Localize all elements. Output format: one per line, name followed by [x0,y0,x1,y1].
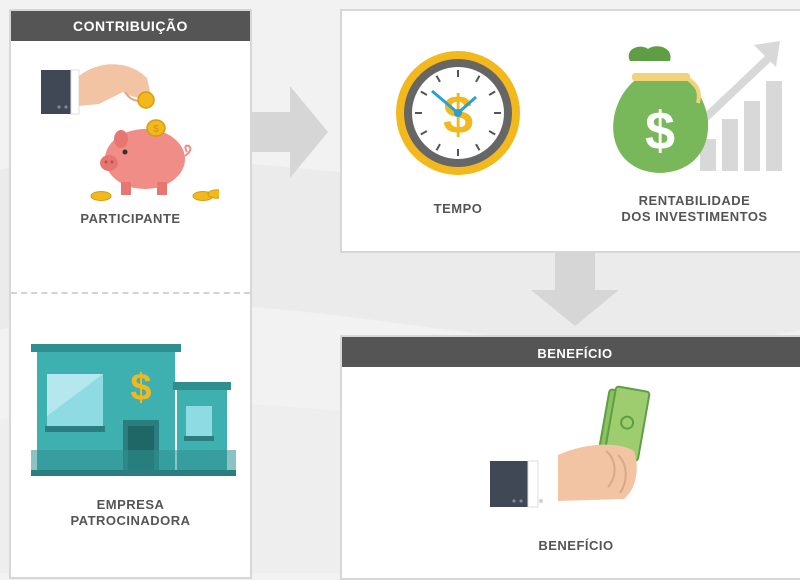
section-divider [11,292,250,294]
company-label-line1: EMPRESA [96,497,165,512]
down-arrow-icon [531,252,619,326]
returns-label-line1: RENTABILIDADE [638,193,751,208]
returns-label: RENTABILIDADE DOS INVESTIMENTOS [587,193,800,225]
benefit-header-text: BENEFÍCIO [537,346,613,361]
participant-label-text: PARTICIPANTE [80,211,181,226]
contribution-panel: CONTRIBUIÇÃO $ PARTICIPANTE [9,9,252,579]
cash-hand-icon [490,385,651,508]
svg-text:$: $ [153,124,159,135]
benefit-panel: BENEFÍCIO BENEFÍCIO [340,335,800,580]
money-bag-icon: $ [613,41,782,173]
time-label: TEMPO [398,201,518,217]
time-label-text: TEMPO [433,201,483,216]
participant-label: PARTICIPANTE [11,211,250,227]
contribution-header-text: CONTRIBUIÇÃO [73,18,188,34]
piggy-bank-icon: $ [41,64,219,201]
growth-panel: $ TEMPO $ RENTABILIDADE DOS INVESTIMENTO… [340,9,800,253]
svg-text:$: $ [130,367,151,409]
benefit-label-text: BENEFÍCIO [538,538,614,553]
returns-label-line2: DOS INVESTIMENTOS [621,209,768,224]
benefit-label: BENEFÍCIO [492,538,660,554]
right-arrow-icon [252,86,328,178]
clock-icon: $ [396,51,520,175]
bag-dollar-sign: $ [645,101,675,161]
company-label: EMPRESA PATROCINADORA [11,497,250,529]
building-icon: $ [31,344,236,476]
contribution-header: CONTRIBUIÇÃO [11,11,250,41]
benefit-header: BENEFÍCIO [342,337,800,367]
company-label-line2: PATROCINADORA [70,513,191,528]
